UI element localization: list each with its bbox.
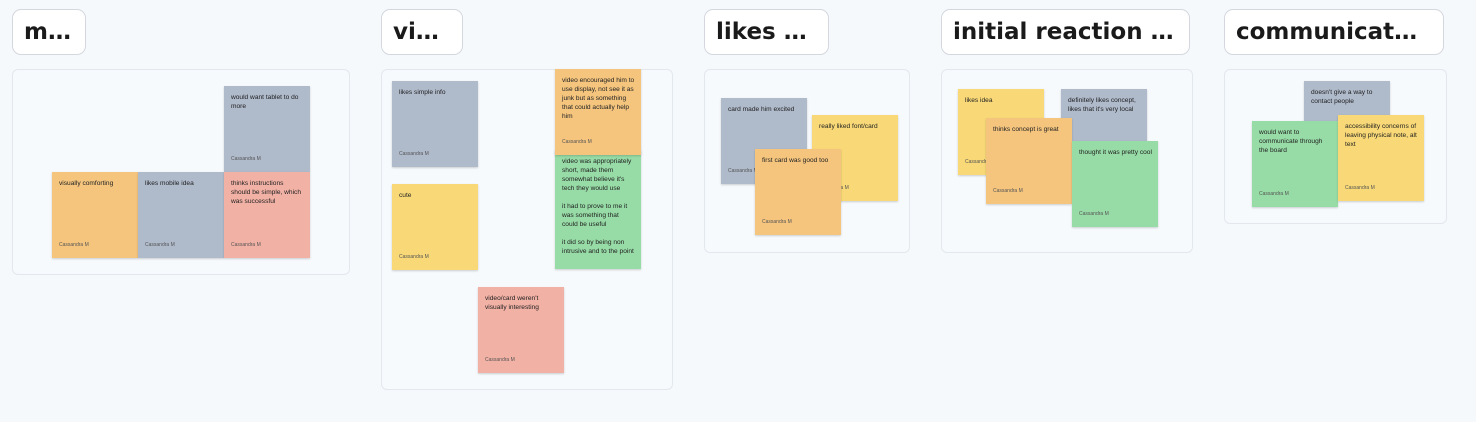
note-author: Cassandra M bbox=[399, 151, 429, 157]
note-author: Cassandra M bbox=[728, 168, 758, 174]
note-text: accessibility concerns of leaving physic… bbox=[1345, 123, 1417, 148]
note-text: first card was good too bbox=[762, 157, 829, 164]
note-text: video/card weren't visually interesting bbox=[485, 295, 539, 311]
sticky-note[interactable]: video/card weren't visually interesting … bbox=[478, 287, 564, 373]
note-text: likes idea bbox=[965, 97, 993, 104]
sticky-note[interactable]: first card was good too Cassandra M bbox=[755, 149, 841, 235]
note-text: thinks instructions should be simple, wh… bbox=[231, 180, 302, 205]
note-author: Cassandra M bbox=[1259, 191, 1289, 197]
note-author: Cassandra M bbox=[59, 242, 89, 248]
note-text: card made him excited bbox=[728, 106, 795, 113]
sticky-note[interactable]: video encouraged him to use display, not… bbox=[555, 69, 641, 155]
note-text: thought it was pretty cool bbox=[1079, 149, 1152, 156]
sticky-note[interactable]: thinks instructions should be simple, wh… bbox=[224, 172, 310, 258]
sticky-note[interactable]: likes mobile idea Cassandra M bbox=[138, 172, 224, 258]
sticky-note[interactable]: doesn't give a way to contact people bbox=[1304, 81, 1390, 121]
note-text: thinks concept is great bbox=[993, 126, 1059, 133]
note-author: Cassandra M bbox=[399, 254, 429, 260]
note-author: Cassandra M bbox=[1345, 185, 1375, 191]
section-title-video[interactable]: video bbox=[381, 9, 463, 55]
note-author: Cassandra M bbox=[1079, 211, 1109, 217]
note-text: would want tablet to do more bbox=[231, 94, 299, 110]
note-author: Cassandra M bbox=[562, 139, 592, 145]
note-author: Cassandra M bbox=[231, 242, 261, 248]
section-title-communicate-through[interactable]: communicate thr... bbox=[1224, 9, 1444, 55]
section-title-likes-card[interactable]: likes card bbox=[704, 9, 829, 55]
sticky-note[interactable]: video was appropriately short, made them… bbox=[555, 150, 641, 269]
note-author: Cassandra M bbox=[993, 188, 1023, 194]
note-text: likes mobile idea bbox=[145, 180, 194, 187]
sticky-note[interactable]: cute Cassandra M bbox=[392, 184, 478, 270]
note-author: Cassandra M bbox=[965, 159, 995, 165]
note-text: video encouraged him to use display, not… bbox=[562, 77, 635, 120]
note-text: doesn't give a way to contact people bbox=[1311, 89, 1373, 105]
note-author: Cassandra M bbox=[485, 357, 515, 363]
sticky-note[interactable]: would want to communicate through the bo… bbox=[1252, 121, 1338, 207]
section-title-misc[interactable]: misc bbox=[12, 9, 86, 55]
note-text: would want to communicate through the bo… bbox=[1259, 129, 1323, 154]
sticky-note[interactable]: thinks concept is great Cassandra M bbox=[986, 118, 1072, 204]
sticky-note[interactable]: thought it was pretty cool Cassandra M bbox=[1072, 141, 1158, 227]
note-text: definitely likes concept, likes that it'… bbox=[1068, 97, 1136, 113]
note-author: Cassandra M bbox=[231, 156, 261, 162]
sticky-note[interactable]: would want tablet to do more Cassandra M bbox=[224, 86, 310, 172]
section-title-initial-reaction[interactable]: initial reaction to co... bbox=[941, 9, 1190, 55]
note-text: video was appropriately short, made them… bbox=[562, 158, 634, 255]
note-text: cute bbox=[399, 192, 412, 199]
note-text: likes simple info bbox=[399, 89, 446, 96]
sticky-note[interactable]: visually comforting Cassandra M bbox=[52, 172, 138, 258]
note-text: visually comforting bbox=[59, 180, 114, 187]
note-text: really liked font/card bbox=[819, 123, 878, 130]
note-author: Cassandra M bbox=[145, 242, 175, 248]
sticky-note[interactable]: likes simple info Cassandra M bbox=[392, 81, 478, 167]
note-author: Cassandra M bbox=[762, 219, 792, 225]
sticky-note[interactable]: accessibility concerns of leaving physic… bbox=[1338, 115, 1424, 201]
